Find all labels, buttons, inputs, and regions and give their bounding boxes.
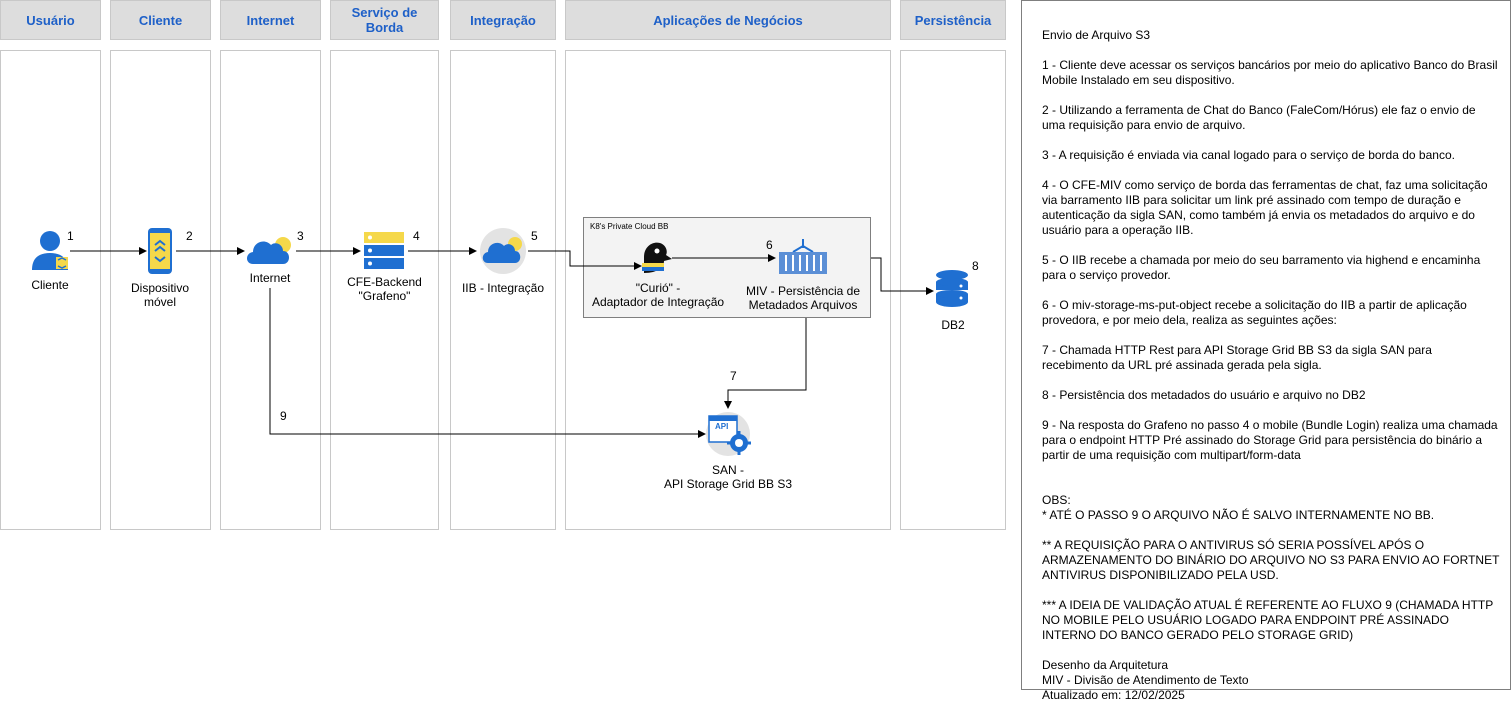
notes-footer-updated: Atualizado em: 12/02/2025 [1042,688,1185,702]
mobile-phone-icon [147,227,173,280]
lane-usuario [0,50,101,530]
step-9-number: 9 [280,409,287,423]
step-1-number: 1 [67,229,74,243]
database-icon [935,269,969,316]
link-9-internet-san [269,288,706,438]
step-8-number: 8 [972,259,979,273]
notes-step-5: 5 - O IIB recebe a chamada por meio do s… [1042,253,1481,282]
notes-step-1: 1 - Cliente deve acessar os serviços ban… [1042,58,1498,87]
lane-servico-de-borda [330,50,439,530]
integration-cloud-icon [478,227,528,280]
step-4-number: 4 [413,229,420,243]
db2-label: DB2 [941,318,965,332]
lane-header-persistencia: Persistência [900,0,1006,40]
notes-step-3: 3 - A requisição é enviada via canal log… [1042,148,1455,162]
notes-step-8: 8 - Persistência dos metadados do usuári… [1042,388,1366,402]
curio-label: "Curió" - Adaptador de Integração [591,281,725,309]
lane-header-cliente: Cliente [110,0,211,40]
cloud-icon [245,234,295,271]
server-icon [363,231,405,276]
notes-footer-title: Desenho da Arquitetura [1042,658,1169,672]
link-8-miv-db2 [871,257,934,295]
cfe-label: CFE-Backend "Grafeno" [347,275,422,303]
notes-step-2: 2 - Utilizando a ferramenta de Chat do B… [1042,103,1476,132]
notes-footer-division: MIV - Divisão de Atendimento de Texto [1042,673,1249,687]
notes-step-9: 9 - Na resposta do Grafeno no passo 4 o … [1042,418,1498,462]
notes-obs-1: * ATÉ O PASSO 9 O ARQUIVO NÃO É SALVO IN… [1042,508,1435,522]
step-2-number: 2 [186,229,193,243]
lane-cliente [110,50,211,530]
lane-header-usuario: Usuário [0,0,101,40]
miv-label: MIV - Persistência de Metadados Arquivos [745,284,861,312]
lane-header-internet: Internet [220,0,321,40]
internet-label: Internet [249,271,291,285]
link-5-iib-curio [528,250,642,270]
bird-adapter-icon [640,239,674,280]
step-3-number: 3 [297,229,304,243]
user-icon [31,229,71,276]
k8s-private-cloud-title: K8's Private Cloud BB [590,222,669,231]
lane-header-integracao: Integração [450,0,556,40]
link-7-miv-san [724,318,807,409]
cliente-label: Cliente [31,278,69,292]
notes-title: Envio de Arquivo S3 [1042,28,1151,42]
notes-panel: Envio de Arquivo S3 1 - Cliente deve ace… [1021,0,1511,702]
notes-step-7: 7 - Chamada HTTP Rest para API Storage G… [1042,343,1432,372]
api-gear-icon: API [706,411,752,462]
notes-obs-3: *** A IDEIA DE VALIDAÇÃO ATUAL É REFEREN… [1042,598,1494,642]
api-icon-text: API [715,422,729,431]
notes-step-6: 6 - O miv-storage-ms-put-object recebe a… [1042,298,1467,327]
notes-obs-2: ** A REQUISIÇÃO PARA O ANTIVIRUS SÓ SERI… [1042,538,1500,582]
lane-header-aplicacoes-de-negocios: Aplicações de Negócios [565,0,891,40]
container-icon [778,238,828,281]
notes-obs-title: OBS: [1042,493,1071,507]
dispositivo-label: Dispositivo móvel [130,281,190,309]
step-7-number: 7 [730,369,737,383]
notes-step-4: 4 - O CFE-MIV como serviço de borda das … [1042,178,1488,237]
iib-label: IIB - Integração [461,281,545,295]
step-6-number: 6 [766,238,773,252]
step-5-number: 5 [531,229,538,243]
lane-header-servico-de-borda: Serviço de Borda [330,0,439,40]
lane-integracao [450,50,556,530]
san-label: SAN - API Storage Grid BB S3 [663,463,793,491]
